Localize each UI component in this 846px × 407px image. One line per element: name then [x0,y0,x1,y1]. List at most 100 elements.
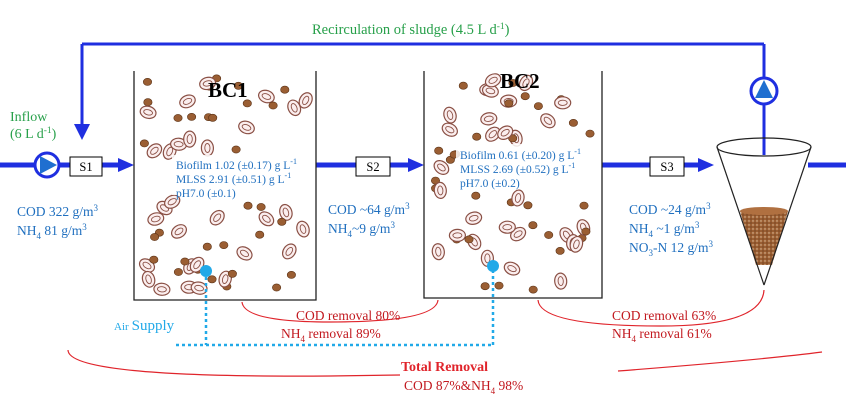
recirculation-pump-icon [749,76,779,106]
sponge-carrier [465,211,483,225]
removal1-nh4: NH4 removal 89% [281,326,381,344]
biofilm-carrier [434,146,444,155]
sponge-carrier [433,160,450,175]
total-arc-right [617,351,823,372]
flow-arrow-1 [118,158,134,172]
biofilm-carrier [585,129,595,138]
air-supply-line [176,260,499,347]
biofilm-carrier [139,139,149,148]
settler-cone [716,137,812,286]
sponge-carrier [498,220,516,234]
reactor-bc1 [133,71,317,301]
station-s1-label: S1 [79,160,92,174]
sponge-carrier [497,125,514,140]
biofilm-carrier [227,269,237,278]
sponge-carrier [183,130,197,148]
sponge-carrier [484,73,502,88]
flow-arrow-3 [698,158,714,172]
biofilm-carrier [533,102,543,110]
effluent-no3: NO3-N 12 g/m3 [629,239,714,258]
biofilm-carrier [494,281,504,290]
bc1-mlss: MLSS 2.91 (±0.51) g L-1 [176,171,291,186]
flow-arrow-2 [408,158,424,172]
biofilm-carrier [255,230,265,239]
biofilm-carrier [180,257,190,266]
bc2-carriers [430,73,595,294]
biofilm-carrier [150,233,160,241]
bc1-title: BC1 [208,78,248,102]
biofilm-carrier [579,201,589,210]
biofilm-carrier [277,217,287,226]
sponge-carrier [258,211,275,227]
bc1-ph: pH7.0 (±0.1) [176,188,236,200]
removal2-nh4: NH4 removal 61% [612,326,712,344]
sponge-carrier [503,261,521,276]
biofilm-carrier [243,201,253,210]
sponge-carrier [485,126,501,142]
station-s1: S1 [69,156,103,177]
sponge-carrier [209,209,225,226]
biofilm-carrier [581,227,591,236]
air-diffuser-bc1 [200,265,212,277]
biofilm-carrier [173,114,183,122]
biofilm-carrier [528,221,538,230]
biofilm-carrier [173,268,183,276]
settled-sludge [740,211,788,265]
sponge-carrier [147,212,165,226]
sponge-carrier [146,143,163,159]
air-diffuser-bc2 [487,260,499,272]
inflow-title: Inflow [10,110,48,125]
inflow-pump-icon [33,151,61,179]
biofilm-carrier [149,255,159,264]
recirculation-label: Recirculation of sludge (4.5 L d-1) [312,22,510,38]
biofilm-carrier [233,81,243,90]
biofilm-carrier [286,270,296,279]
sponge-carrier [258,89,275,104]
recirculation-arrow-head [74,124,90,140]
biofilm-carrier [143,78,153,86]
sponge-carrier [518,74,534,92]
biofilm-carrier [471,191,481,200]
biofilm-carrier [219,241,229,249]
biofilm-carrier [458,81,468,90]
biofilm-carrier [202,242,212,251]
removal-arc-1 [241,299,439,323]
biofilm-carrier [464,235,474,244]
influent-cod: COD 322 g/m3 [17,203,99,219]
sponge-carrier [298,92,313,109]
sponge-carrier [511,189,525,207]
biofilm-carrier [523,201,533,210]
biofilm-carrier [242,99,252,108]
sponge-carrier [170,224,188,239]
bc1-carriers [138,74,313,296]
sponge-carrier [433,181,447,199]
removal-arc-2 [537,289,765,327]
biofilm-carrier [544,231,554,239]
bc2-ph: pH7.0 (±0.2) [460,178,520,190]
biofilm-carrier [268,101,278,110]
biofilm-carrier [280,85,290,94]
bc2-mlss: MLSS 2.69 (±0.52) g L-1 [460,161,575,176]
effluent-nh4: NH4 ~1 g/m3 [629,220,700,239]
mid-nh4: NH4~9 g/m3 [328,220,395,239]
biofilm-carrier [208,113,218,122]
biofilm-carrier [143,98,153,107]
station-s3-label: S3 [660,160,673,174]
biofilm-carrier [256,203,266,211]
sponge-carrier [554,96,572,110]
biofilm-carrier [568,119,578,127]
sponge-carrier [179,94,196,109]
station-s2-label: S2 [366,160,379,174]
biofilm-carrier [508,79,518,87]
sponge-carrier [236,246,253,261]
sponge-carrier [554,272,568,290]
removal2-cod: COD removal 63% [612,308,716,323]
effluent-cod: COD ~24 g/m3 [629,201,711,217]
biofilm-carrier [231,145,241,154]
sponge-carrier [481,84,499,98]
sponge-carrier [164,194,181,209]
biofilm-carrier [528,285,538,294]
sponge-carrier [443,106,457,124]
